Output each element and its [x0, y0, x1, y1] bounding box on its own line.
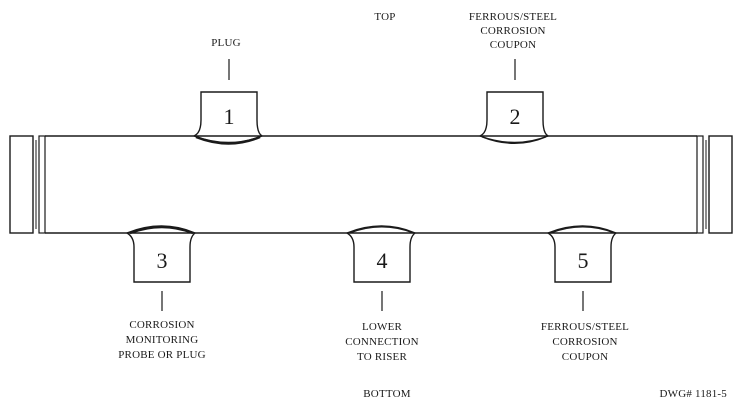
port-2-description-line: CORROSION — [480, 25, 545, 37]
right-pipe-end — [696, 135, 733, 234]
port-5-description-line: FERROUS/STEEL — [541, 321, 629, 333]
port-2-description-line: COUPON — [490, 39, 536, 51]
port-1: 1 — [192, 91, 264, 145]
port-3-description-line: PROBE OR PLUG — [118, 349, 206, 361]
port-3-description-line: MONITORING — [126, 334, 199, 346]
port-2-description: FERROUS/STEEL CORROSION COUPON — [469, 11, 557, 51]
port-4: 4 — [345, 225, 417, 283]
port-5-number: 5 — [578, 248, 589, 273]
top-label: TOP — [374, 11, 395, 23]
left-pipe-end — [9, 135, 46, 234]
port-4-description: LOWER CONNECTION TO RISER — [345, 321, 419, 363]
port-3: 3 — [125, 225, 197, 283]
drawing-number: DWG# 1181-5 — [660, 388, 728, 400]
port-1-description: PLUG — [211, 37, 241, 49]
port-4-description-line: CONNECTION — [345, 336, 419, 348]
pipe-body — [45, 135, 697, 234]
port-3-description-line: CORROSION — [129, 319, 194, 331]
leader-lines — [161, 59, 584, 311]
port-2-number: 2 — [510, 104, 521, 129]
port-4-number: 4 — [377, 248, 388, 273]
port-2-description-line: FERROUS/STEEL — [469, 11, 557, 23]
port-3-number: 3 — [157, 248, 168, 273]
port-5: 5 — [546, 225, 618, 283]
port-1-description-line: PLUG — [211, 37, 241, 49]
port-2: 2 — [478, 91, 550, 144]
port-1-number: 1 — [224, 104, 235, 129]
port-4-description-line: TO RISER — [357, 351, 407, 363]
port-5-description-line: CORROSION — [552, 336, 617, 348]
port-4-description-line: LOWER — [362, 321, 403, 333]
port-3-description: CORROSION MONITORING PROBE OR PLUG — [118, 319, 206, 361]
port-5-description-line: COUPON — [562, 351, 608, 363]
bottom-label: BOTTOM — [363, 388, 410, 400]
port-5-description: FERROUS/STEEL CORROSION COUPON — [541, 321, 629, 363]
